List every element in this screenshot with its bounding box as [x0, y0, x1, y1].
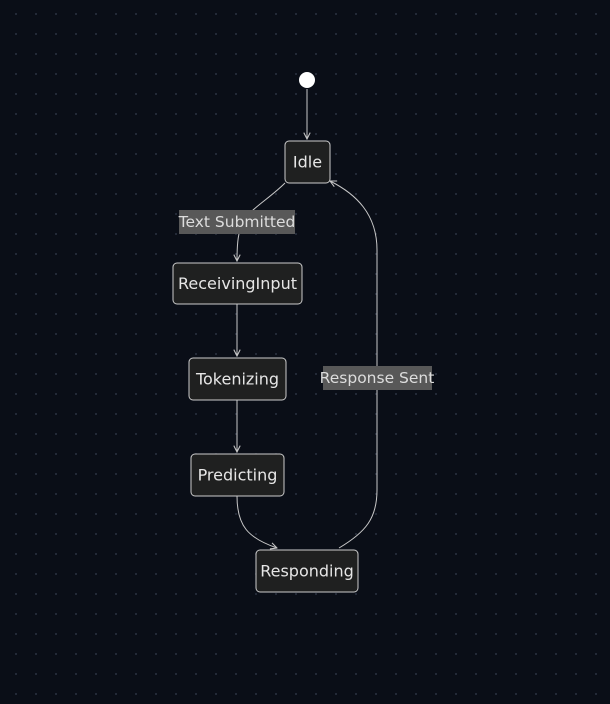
- edge-label-response-sent: Response Sent: [320, 366, 435, 390]
- edge-responding-to-idle: [330, 181, 378, 549]
- state-label: ReceivingInput: [178, 274, 297, 293]
- edge-predicting-to-responding: [236, 495, 277, 548]
- state-label: Idle: [293, 153, 322, 172]
- state-receiving-input[interactable]: ReceivingInput: [172, 262, 303, 305]
- state-responding[interactable]: Responding: [255, 549, 359, 593]
- state-tokenizing[interactable]: Tokenizing: [188, 357, 287, 401]
- state-predicting[interactable]: Predicting: [190, 453, 285, 497]
- transitions: [236, 89, 378, 549]
- edge-label-text-submitted: Text Submitted: [178, 210, 296, 234]
- state-label: Tokenizing: [195, 370, 279, 389]
- start-state-dot: [299, 72, 315, 88]
- state-label: Predicting: [198, 466, 278, 485]
- edge-label-text: Response Sent: [320, 369, 435, 387]
- edge-label-text: Text Submitted: [178, 213, 296, 231]
- state-label: Responding: [260, 562, 354, 581]
- state-idle[interactable]: Idle: [284, 140, 331, 184]
